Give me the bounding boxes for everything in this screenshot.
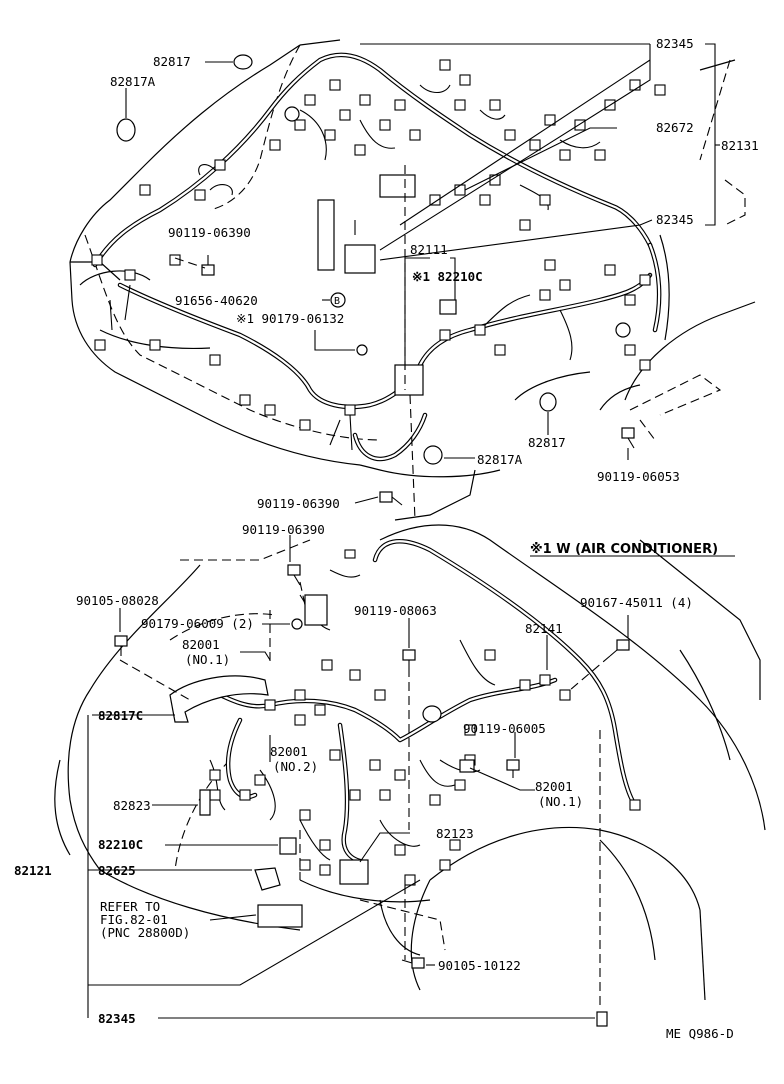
label-82817-mid: 82817 xyxy=(528,435,566,450)
label-82210c: 82210C xyxy=(98,837,143,852)
bolt-90105-10122-icon xyxy=(401,957,425,969)
bolt-90119-06053-icon xyxy=(621,427,635,449)
bolt-90119-08063-icon xyxy=(402,649,416,668)
nut-90179-06009-icon xyxy=(291,618,303,630)
diagram-code: ME Q986-D xyxy=(666,1026,734,1041)
label-90179-06132: ※1 90179-06132 xyxy=(236,311,344,326)
refer-to-line-2: FIG.82-01 xyxy=(100,912,168,927)
connector-fig-82-01-icon xyxy=(257,904,303,928)
air-conditioner-note: ※1 W (AIR CONDITIONER) xyxy=(530,542,718,557)
label-82001-no1-b-sub: (NO.1) xyxy=(538,794,583,809)
label-82141: 82141 xyxy=(525,621,563,636)
upper-leader-lines xyxy=(125,43,720,521)
bracket-82672 xyxy=(379,174,416,198)
label-82001-no1-b: 82001 xyxy=(535,779,573,794)
label-82345-top: 82345 xyxy=(656,36,694,51)
relay-block xyxy=(344,244,376,274)
label-90179-06009: 90179-06009 (2) xyxy=(141,616,254,631)
label-82817: 82817 xyxy=(153,54,191,69)
bracket-vertical xyxy=(317,199,335,271)
nut-90179-06132-icon xyxy=(356,344,368,356)
label-82111: 82111 xyxy=(410,242,448,257)
upper-main-wire-harness xyxy=(92,52,662,462)
protector-82817c-icon xyxy=(169,675,269,723)
label-82121: 82121 xyxy=(14,863,52,878)
label-82817a: 82817A xyxy=(110,74,156,89)
connector-82210c-lower-icon xyxy=(279,837,297,855)
label-91656-40620: 91656-40620 xyxy=(175,293,258,308)
bolt-90119-06390-b-icon xyxy=(379,491,403,506)
grommet-82817-mid-icon xyxy=(539,392,557,412)
connector-82001-no1-icon xyxy=(459,759,475,773)
label-90167-45011: 90167-45011 (4) xyxy=(580,595,693,610)
lower-leader-lines xyxy=(87,535,629,1019)
bolt-90105-08028-icon xyxy=(114,635,128,656)
upper-part-labels: 82817 82817A 82345 82672 82131 82345 901… xyxy=(110,36,759,511)
label-90119-06053: 90119-06053 xyxy=(597,469,680,484)
label-82123: 82123 xyxy=(436,826,474,841)
label-90119-06390-a: 90119-06390 xyxy=(168,225,251,240)
lower-part-labels: ※1 W (AIR CONDITIONER) 90119-06390 90105… xyxy=(14,522,735,1041)
label-90105-10122: 90105-10122 xyxy=(438,958,521,973)
label-90119-06390-b: 90119-06390 xyxy=(257,496,340,511)
label-82817a-mid: 82817A xyxy=(477,452,523,467)
grommet-82817a-icon xyxy=(116,118,136,142)
label-82001-no2: 82001 xyxy=(270,744,308,759)
bracket-lower-left xyxy=(304,594,328,626)
label-90119-08063: 90119-08063 xyxy=(354,603,437,618)
bolt-90119-06390-icon xyxy=(201,255,215,276)
label-82131: 82131 xyxy=(721,138,759,153)
bolt-90167-45011-icon xyxy=(609,639,630,657)
bolt-90119-06005-icon xyxy=(506,759,520,778)
label-82210c-star: ※1 82210C xyxy=(412,269,483,284)
clip-82625-icon xyxy=(254,867,281,891)
lower-bolts xyxy=(114,564,630,1027)
label-82672: 82672 xyxy=(656,120,694,135)
grommet-82817-icon xyxy=(233,54,253,70)
label-90119-06005: 90119-06005 xyxy=(463,721,546,736)
lower-vehicle-body-outline xyxy=(54,524,766,1001)
label-90119-06390-c: 90119-06390 xyxy=(242,522,325,537)
upper-bolts xyxy=(201,255,635,506)
bolt-90119-06390-c-icon xyxy=(287,564,301,586)
upper-grommets xyxy=(116,54,631,465)
junction-82123 xyxy=(339,859,369,885)
connector-82210c-upper xyxy=(439,299,457,315)
label-82345-bottom: 82345 xyxy=(98,1011,136,1026)
label-82817c: 82817C xyxy=(98,708,143,723)
grommet-82141-icon xyxy=(422,705,442,723)
label-82625: 82625 xyxy=(98,863,136,878)
callout-b-circle-icon xyxy=(330,292,346,308)
callout-b-letter: B xyxy=(334,296,340,307)
label-82001-no2-sub: (NO.2) xyxy=(273,759,318,774)
label-82001-no1-a: 82001 xyxy=(182,637,220,652)
label-90105-08028: 90105-08028 xyxy=(76,593,159,608)
grommet-82817a-mid-icon xyxy=(423,445,443,465)
lower-connectors xyxy=(169,549,641,928)
clip-82823-icon xyxy=(199,789,211,816)
clip-82345-bottom-icon xyxy=(596,1011,608,1027)
junction-block xyxy=(394,364,424,396)
label-82823: 82823 xyxy=(113,798,151,813)
refer-to-line-1: REFER TO xyxy=(100,899,160,914)
label-82345-right: 82345 xyxy=(656,212,694,227)
label-82001-no1-a-sub: (NO.1) xyxy=(185,652,230,667)
refer-to-line-3: (PNC 28800D) xyxy=(100,925,190,940)
upper-vehicle-body-outline xyxy=(69,39,756,521)
